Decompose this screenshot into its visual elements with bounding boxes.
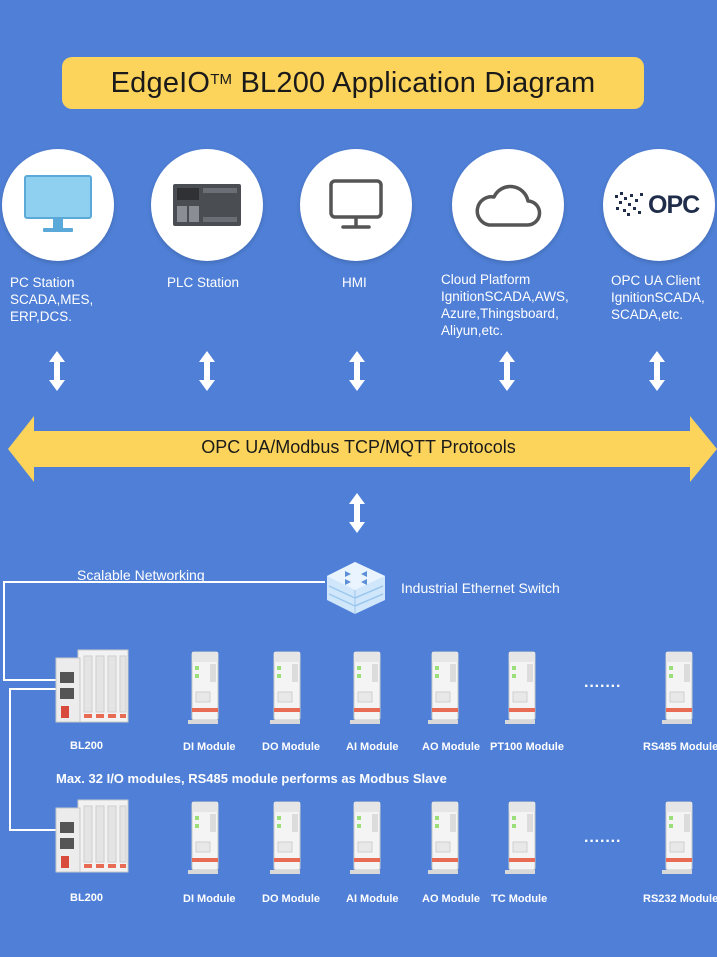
plc-station-circle: [151, 149, 263, 261]
monitor-icon: [24, 175, 92, 232]
hmi-link-arrow: [349, 351, 365, 391]
plc-station-link-arrow: [199, 351, 215, 391]
switch-label: Industrial Ethernet Switch: [401, 580, 560, 596]
protocol-banner-text: OPC UA/Modbus TCP/MQTT Protocols: [201, 437, 516, 457]
bl200-coupler-row2: [55, 799, 129, 873]
scalable-networking-label: Scalable Networking: [77, 567, 205, 583]
do-module-label-row2: DO Module: [262, 893, 321, 905]
bl200-label-row2: BL200: [70, 892, 104, 904]
hmi-icon: [329, 179, 383, 229]
di-module-label-row1: DI Module: [183, 741, 236, 753]
protocol-banner-arrow: [8, 416, 717, 482]
pc-station-label: PC Station SCADA,MES, ERP,DCS.: [10, 275, 94, 324]
rs485-module-label-row1: RS485 Module: [643, 741, 717, 753]
di-module-label-row2: DI Module: [183, 893, 236, 905]
hmi-circle: [300, 149, 412, 261]
ao-module-label-row2: AO Module: [422, 893, 481, 905]
cloud-platform-circle: [452, 149, 564, 261]
ethernet-switch-icon: [327, 562, 385, 614]
pc-station-circle: [2, 149, 114, 261]
opc-ua-client-label: OPC UA Client IgnitionSCADA, SCADA,etc.: [611, 273, 705, 322]
ai-module-row1: [349, 651, 381, 725]
title-brand: EdgeIO: [110, 66, 211, 99]
opc-link-arrow: [649, 351, 665, 391]
switch-link-arrow: [349, 493, 365, 533]
ao-module-label-row1: AO Module: [422, 741, 481, 753]
pt100-module-label-row1: PT100 Module: [490, 741, 564, 753]
hmi-label: HMI: [342, 275, 367, 290]
ai-module-row2: [349, 801, 381, 875]
opc-logo-text: OPC: [648, 191, 700, 219]
tc-module-label-row2: TC Module: [491, 893, 548, 905]
pt100-module-row1: [504, 651, 536, 725]
cloud-platform-label: Cloud Platform IgnitionSCADA,AWS, Azure,…: [441, 272, 569, 338]
title-rest: BL200 Application Diagram: [240, 66, 596, 99]
cloud-link-arrow: [499, 351, 515, 391]
module-capacity-note: Max. 32 I/O modules, RS485 module perfor…: [56, 771, 447, 786]
opc-ua-client-circle: [603, 149, 715, 261]
cloud-icon: [475, 184, 542, 227]
ai-module-label-row2: AI Module: [346, 893, 399, 905]
ao-module-row1: [427, 651, 459, 725]
bl200-coupler-row1: [55, 649, 129, 723]
di-module-row2: [187, 801, 219, 875]
bl200-label-row1: BL200: [70, 740, 104, 752]
do-module-row1: [269, 651, 301, 725]
do-module-row2: [269, 801, 301, 875]
more-modules-ellipsis-row2: ·······: [584, 833, 622, 850]
rs485-label-clip: RS485 Module: [643, 741, 717, 753]
title-trademark: TM: [210, 70, 233, 88]
network-wiring: [3, 581, 325, 831]
do-module-label-row1: DO Module: [262, 741, 321, 753]
opc-logo: [615, 192, 643, 216]
more-modules-ellipsis-row1: ·······: [584, 678, 622, 695]
ai-module-label-row1: AI Module: [346, 741, 399, 753]
rs232-label-clip: RS232 Module: [643, 893, 717, 905]
rs232-module-row2: [661, 801, 693, 875]
rs485-module-row1: [661, 651, 693, 725]
plc-icon: [173, 184, 241, 226]
rs232-module-label-row2: RS232 Module: [643, 893, 717, 905]
di-module-row1: [187, 651, 219, 725]
ao-module-row2: [427, 801, 459, 875]
plc-station-label: PLC Station: [167, 275, 240, 290]
pc-station-link-arrow: [49, 351, 65, 391]
tc-module-row2: [504, 801, 536, 875]
